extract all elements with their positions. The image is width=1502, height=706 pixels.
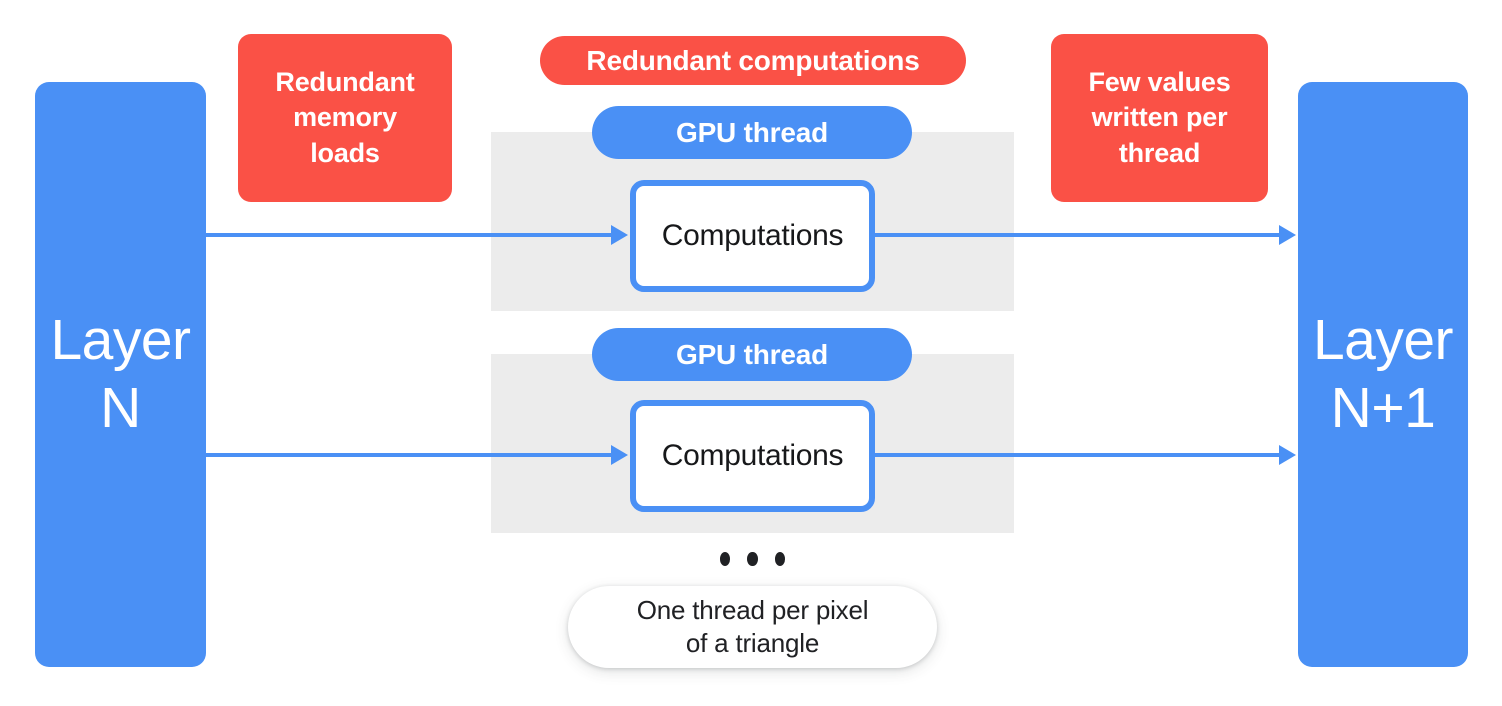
annotation-few-values-line2: written per: [1091, 102, 1228, 133]
layer-n-block[interactable]: Layer N: [35, 82, 206, 667]
layer-n-plus-1-label-line2: N+1: [1330, 375, 1436, 440]
arrow-line-in-2: [206, 453, 616, 457]
arrow-head-in-2: [611, 445, 628, 465]
gpu-thread-pill-1-label: GPU thread: [675, 116, 829, 148]
arrow-head-out-2: [1279, 445, 1296, 465]
arrow-head-in-1: [611, 225, 628, 245]
annotation-redundant-computations-label: Redundant computations: [586, 44, 920, 76]
annotation-memory-loads-text: Redundant memory loads: [275, 65, 414, 170]
computations-box-1-label: Computations: [661, 219, 844, 252]
annotation-few-values-line3: thread: [1118, 137, 1201, 168]
annotation-memory-loads-line3: loads: [310, 137, 380, 168]
layer-n-label-line2: N: [100, 375, 141, 440]
annotation-redundant-computations[interactable]: Redundant computations: [540, 36, 966, 85]
annotation-memory-loads-line1: Redundant: [275, 67, 415, 98]
layer-n-plus-1-label-line1: Layer: [1312, 308, 1454, 373]
caption-line2: of a triangle: [685, 628, 820, 658]
annotation-redundant-memory-loads[interactable]: Redundant memory loads: [238, 34, 452, 202]
ellipsis-more-threads: [720, 552, 785, 566]
ellipsis-dot-3: [774, 552, 785, 566]
arrow-line-in-1: [206, 233, 616, 237]
computations-box-2[interactable]: Computations: [630, 400, 875, 512]
computations-box-2-label: Computations: [661, 439, 844, 472]
arrow-line-out-1: [875, 233, 1280, 237]
annotation-memory-loads-line2: memory: [293, 102, 397, 133]
caption-text: One thread per pixel of a triangle: [637, 594, 869, 660]
caption-one-thread-per-pixel[interactable]: One thread per pixel of a triangle: [568, 586, 937, 668]
ellipsis-dot-1: [720, 552, 731, 566]
computations-box-1[interactable]: Computations: [630, 180, 875, 292]
layer-n-label-line1: Layer: [50, 308, 191, 373]
gpu-thread-pill-2-label: GPU thread: [675, 338, 829, 370]
gpu-thread-pill-2[interactable]: GPU thread: [592, 328, 912, 381]
layer-n-label: Layer N: [50, 307, 191, 442]
annotation-few-values-written[interactable]: Few values written per thread: [1051, 34, 1268, 202]
arrow-head-out-1: [1279, 225, 1296, 245]
annotation-few-values-text: Few values written per thread: [1088, 65, 1230, 170]
layer-n-plus-1-block[interactable]: Layer N+1: [1298, 82, 1468, 667]
layer-n-plus-1-label: Layer N+1: [1312, 307, 1454, 442]
arrow-line-out-2: [875, 453, 1280, 457]
ellipsis-dot-2: [747, 552, 758, 566]
annotation-few-values-line1: Few values: [1088, 67, 1231, 98]
caption-line1: One thread per pixel: [636, 595, 869, 626]
gpu-thread-pill-1[interactable]: GPU thread: [592, 106, 912, 159]
